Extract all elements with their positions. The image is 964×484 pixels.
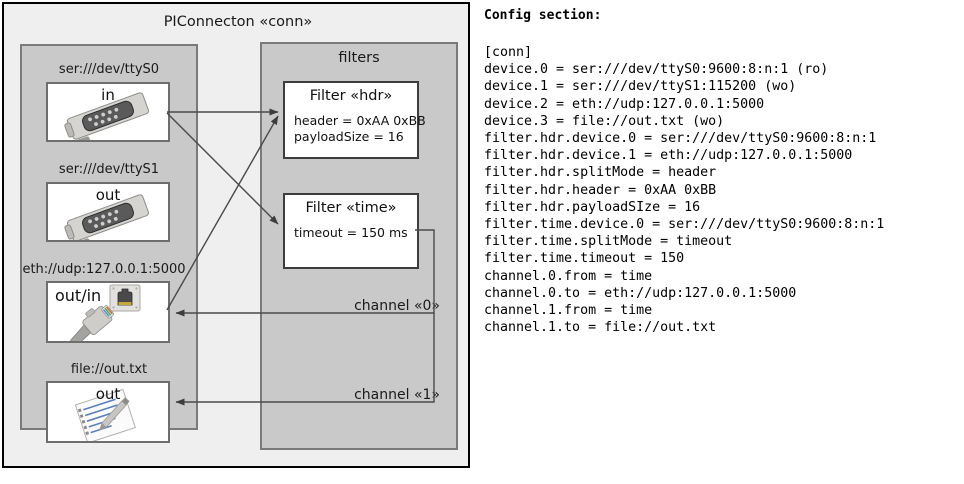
device-label-eth: eth://udp:127.0.0.1:5000 <box>22 262 186 277</box>
channel-label-1: channel «1» <box>354 387 440 403</box>
config-heading: Config section: <box>484 8 602 23</box>
filter-props-time: timeout = 150 ms <box>294 225 408 240</box>
piconnector-frame: PIConnecton «conn» filters ser:///dev/tt… <box>2 2 470 468</box>
device-box-ttys0[interactable]: in <box>46 82 170 142</box>
wire-eth-to-hdr <box>166 115 279 311</box>
device-box-file[interactable]: out <box>46 381 170 443</box>
config-section: Config section: [conn] device.0 = ser://… <box>484 0 964 484</box>
page-title: PIConnecton «conn» <box>163 14 313 30</box>
connection-diagram: PIConnecton «conn» filters ser:///dev/tt… <box>0 0 478 484</box>
serial-port-icon <box>64 92 150 140</box>
wire-ttys0-to-time <box>166 112 279 225</box>
device-direction-file: out <box>95 385 121 403</box>
device-box-eth[interactable]: out/in <box>46 281 170 343</box>
device-label-file: file://out.txt <box>70 362 148 377</box>
device-direction-ttys1: out <box>95 186 121 204</box>
serial-port-icon <box>64 194 150 240</box>
filter-box-hdr[interactable]: Filter «hdr» header = 0xAA 0xBB payloadS… <box>283 81 426 159</box>
text-document-icon <box>74 388 136 441</box>
filter-props-hdr: header = 0xAA 0xBB payloadSize = 16 <box>294 113 426 144</box>
filter-title-time: Filter «time» <box>305 200 397 216</box>
config-text: [conn] device.0 = ser:///dev/ttyS0:9600:… <box>484 45 885 336</box>
connection-wires <box>166 108 435 406</box>
device-box-ttys1[interactable]: out <box>46 182 170 242</box>
filter-title-hdr: Filter «hdr» <box>309 88 393 104</box>
device-label-ttys1: ser:///dev/ttyS1 <box>58 162 160 177</box>
filter-box-time[interactable]: Filter «time» timeout = 150 ms <box>283 193 419 269</box>
channel-label-0: channel «0» <box>354 298 440 314</box>
wire-channel-1 <box>175 313 435 406</box>
filters-group-title: filters <box>338 50 380 66</box>
device-label-ttys0: ser:///dev/ttyS0 <box>58 62 160 77</box>
device-direction-eth: out/in <box>55 286 102 305</box>
ethernet-jack-icon <box>65 284 141 341</box>
device-direction-ttys0: in <box>101 86 115 104</box>
wire-channel-0 <box>175 229 435 317</box>
